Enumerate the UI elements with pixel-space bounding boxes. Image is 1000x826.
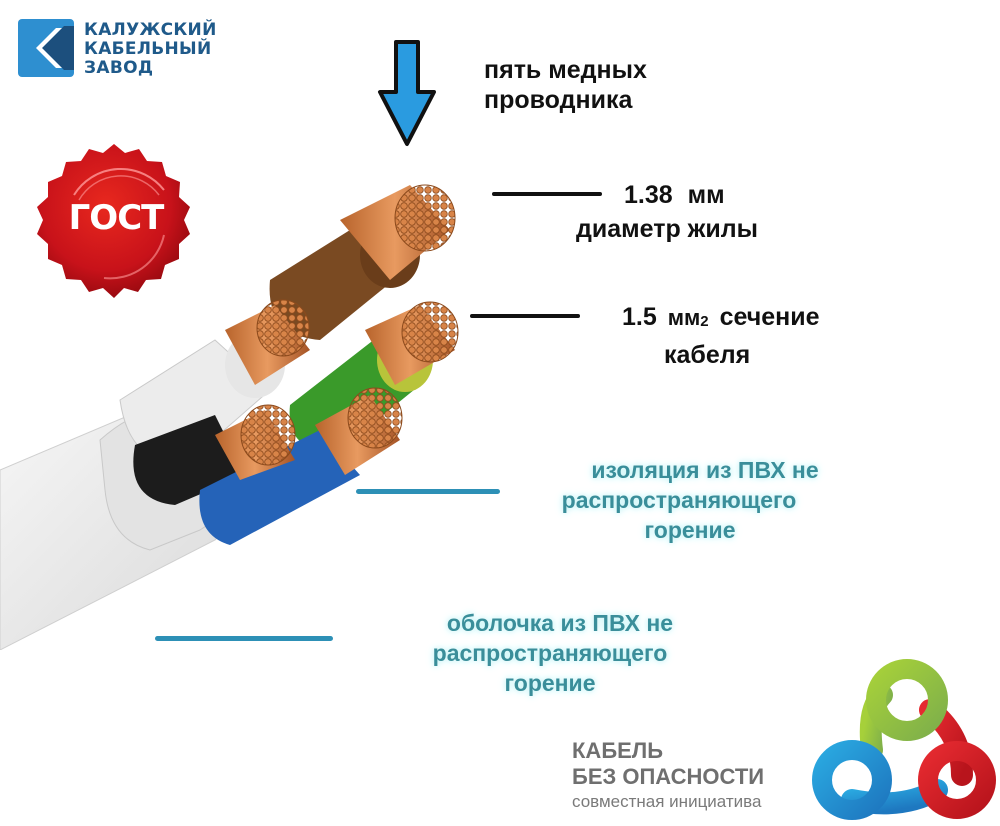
insulation-label: изоляция из ПВХ не распространяющего гор… (561, 457, 819, 543)
cross-section-unit-power: 2 (700, 313, 709, 330)
copper-conductor (215, 404, 296, 480)
diameter-leader-line (492, 192, 602, 196)
logo-line-1: Калужский (84, 20, 217, 40)
gost-badge (37, 144, 190, 298)
sheath-label: оболочка из ПВХ не распространяющего гор… (432, 610, 674, 696)
sheath-leader-line (155, 636, 333, 641)
k-logo-icon (18, 19, 74, 77)
initiative-rings-logo-icon (812, 659, 996, 820)
initiative-subtitle: совместная инициатива (572, 792, 762, 811)
insulation-leader-line (356, 489, 500, 494)
cross-section-unit: мм (667, 305, 701, 330)
diameter-value: 1.38 (624, 181, 673, 209)
arrow-down-icon (378, 40, 436, 146)
copper-conductor (315, 387, 403, 475)
diameter-label: 1.38 мм диаметр жилы (576, 180, 806, 244)
copper-conductor (340, 184, 456, 280)
cable-illustration (0, 184, 459, 650)
logo-line-3: Завод (84, 58, 154, 78)
cross-section-caption: сечение (719, 303, 820, 331)
copper-conductor (225, 299, 310, 385)
copper-conductor (365, 301, 459, 385)
initiative-title-2: БЕЗ ОПАСНОСТИ (572, 764, 765, 789)
company-logo: Калужский Кабельный Завод (18, 18, 228, 80)
cross-section-label: 1.5 мм2 сечение кабеля (622, 302, 882, 370)
logo-line-2: Кабельный (84, 39, 212, 59)
initiative-title-1: КАБЕЛЬ (572, 738, 664, 763)
gost-badge-text: ГОСТ (68, 198, 165, 238)
conductors-label: пять медных проводника (484, 56, 647, 114)
cross-section-caption-line2: кабеля (664, 341, 751, 369)
diameter-unit: мм (687, 181, 725, 209)
diameter-caption: диаметр жилы (576, 215, 758, 243)
cross-section-value: 1.5 (622, 303, 657, 331)
initiative-block: КАБЕЛЬ БЕЗ ОПАСНОСТИ совместная инициати… (572, 738, 812, 812)
cross-section-leader-line (470, 314, 580, 318)
